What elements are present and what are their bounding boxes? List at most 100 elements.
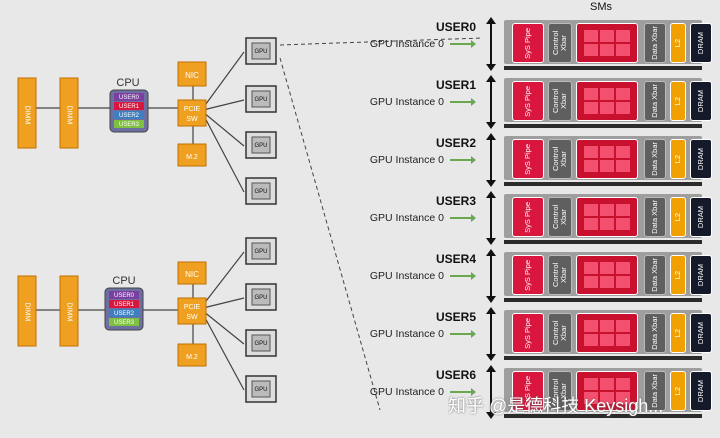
gpu-label: GPU — [254, 249, 267, 255]
pcie-label: SW — [186, 116, 198, 123]
l2-block: L2 — [670, 371, 686, 411]
cpu-user-label: USER3 — [119, 122, 140, 128]
l2-block: L2 — [670, 255, 686, 295]
m2-label: M.2 — [186, 354, 198, 361]
sms-block — [576, 371, 638, 411]
m2-block — [177, 343, 207, 367]
cpu-user0-slot — [109, 291, 139, 299]
gpu-instance-stack: USER2 GPU Instance 0 SyS Pipe Control Xb… — [370, 133, 712, 188]
arrow-right-icon — [450, 40, 476, 48]
data-xbar-block: Data Xbar — [644, 371, 666, 411]
vertical-arrow-icon — [486, 249, 496, 303]
l2-block: L2 — [670, 139, 686, 179]
control-xbar-block: Control Xbar — [548, 197, 572, 237]
sys-pipe-block: SyS Pipe — [512, 255, 544, 295]
dram-block: DRAM — [690, 197, 712, 237]
sys-pipe-block: SyS Pipe — [512, 313, 544, 353]
l2-block: L2 — [670, 313, 686, 353]
gpu-slice: SyS Pipe Control Xbar Data Xbar L2 DRAM — [504, 20, 712, 64]
cpu-user3-slot — [114, 120, 144, 128]
sys-pipe-block: SyS Pipe — [512, 81, 544, 121]
gpu-instance-label: GPU Instance 0 — [369, 154, 444, 166]
arrow-right-icon — [450, 388, 476, 396]
vertical-arrow-icon — [486, 365, 496, 419]
gpu-instance-label: GPU Instance 0 — [369, 38, 444, 50]
user-label: USER4 — [435, 252, 476, 266]
control-xbar-block: Control Xbar — [548, 371, 572, 411]
nic-block — [177, 261, 207, 285]
cpu-label: CPU — [116, 77, 139, 89]
slice-base — [504, 356, 702, 360]
gpu-instance-label: GPU Instance 0 — [369, 270, 444, 282]
gpu-instance-stack: USER4 GPU Instance 0 SyS Pipe Control Xb… — [370, 249, 712, 304]
dimm-group-top — [17, 77, 79, 149]
watermark: 知乎 @是德科技 Keysigh... — [448, 396, 664, 416]
gpu-instance-stack: USER0 GPU Instance 0 SyS Pipe Control Xb… — [370, 17, 712, 72]
gpu-label: GPU — [254, 341, 267, 347]
cpu-user0-slot — [114, 93, 144, 101]
sms-block — [576, 23, 638, 63]
slice-base — [504, 124, 702, 128]
vertical-arrow-icon — [486, 307, 496, 361]
gpu-instance-stack: USER6 GPU Instance 0 SyS Pipe Control Xb… — [370, 365, 712, 420]
m2-block — [177, 143, 207, 167]
arrow-right-icon — [450, 156, 476, 164]
gpu-instance-label: GPU Instance 0 — [369, 96, 444, 108]
control-xbar-block: Control Xbar — [548, 23, 572, 63]
user-label: USER2 — [435, 136, 476, 150]
slice-base — [504, 182, 702, 186]
vertical-arrow-icon — [486, 191, 496, 245]
vertical-arrow-icon — [486, 17, 496, 71]
nic-label: NIC — [185, 270, 199, 279]
gpu-slice: SyS Pipe Control Xbar Data Xbar L2 DRAM — [504, 310, 712, 354]
gpu-label: GPU — [254, 143, 267, 149]
user-label: USER3 — [435, 194, 476, 208]
pcie-label: PCIE — [184, 304, 201, 311]
gpu-label: GPU — [254, 97, 267, 103]
sys-pipe-block: SyS Pipe — [512, 371, 544, 411]
arrow-right-icon — [450, 214, 476, 222]
dimm-label: DIMM — [66, 106, 73, 125]
slice-base — [504, 66, 702, 70]
gpu-label: GPU — [254, 189, 267, 195]
sms-block — [576, 197, 638, 237]
data-xbar-block: Data Xbar — [644, 197, 666, 237]
vertical-arrow-icon — [486, 133, 496, 187]
slice-base — [504, 414, 702, 418]
gpu-label: GPU — [254, 387, 267, 393]
cpu-user-label: USER3 — [114, 320, 135, 326]
gpu-instance-label: GPU Instance 0 — [369, 386, 444, 398]
pcie-switch — [177, 99, 207, 127]
gpu-instance-stack: USER3 GPU Instance 0 SyS Pipe Control Xb… — [370, 191, 712, 246]
gpu-group-bottom — [245, 237, 277, 403]
vertical-arrow-icon — [486, 75, 496, 129]
l2-block: L2 — [670, 197, 686, 237]
cpu-user3-slot — [109, 318, 139, 326]
cpu-user-label: USER0 — [114, 293, 135, 299]
control-xbar-block: Control Xbar — [548, 139, 572, 179]
sys-pipe-block: SyS Pipe — [512, 197, 544, 237]
gpu-slice: SyS Pipe Control Xbar Data Xbar L2 DRAM — [504, 252, 712, 296]
cpu-user-label: USER1 — [114, 302, 135, 308]
gpu-slice: SyS Pipe Control Xbar Data Xbar L2 DRAM — [504, 194, 712, 238]
gpu-slice: SyS Pipe Control Xbar Data Xbar L2 DRAM — [504, 136, 712, 180]
gpu-label: GPU — [254, 49, 267, 55]
sms-block — [576, 139, 638, 179]
data-xbar-block: Data Xbar — [644, 81, 666, 121]
slice-base — [504, 298, 702, 302]
data-xbar-block: Data Xbar — [644, 139, 666, 179]
gpu-instance-label: GPU Instance 0 — [369, 328, 444, 340]
gpu-instance-stack: USER1 GPU Instance 0 SyS Pipe Control Xb… — [370, 75, 712, 130]
data-xbar-block: Data Xbar — [644, 255, 666, 295]
nic-block — [177, 61, 207, 87]
user-label: USER1 — [435, 78, 476, 92]
cpu-user2-slot — [109, 309, 139, 317]
sys-pipe-block: SyS Pipe — [512, 23, 544, 63]
sms-block — [576, 81, 638, 121]
nic-label: NIC — [185, 71, 199, 80]
pcie-label: PCIE — [184, 106, 201, 113]
dram-block: DRAM — [690, 23, 712, 63]
gpu-label: GPU — [254, 295, 267, 301]
sys-pipe-block: SyS Pipe — [512, 139, 544, 179]
